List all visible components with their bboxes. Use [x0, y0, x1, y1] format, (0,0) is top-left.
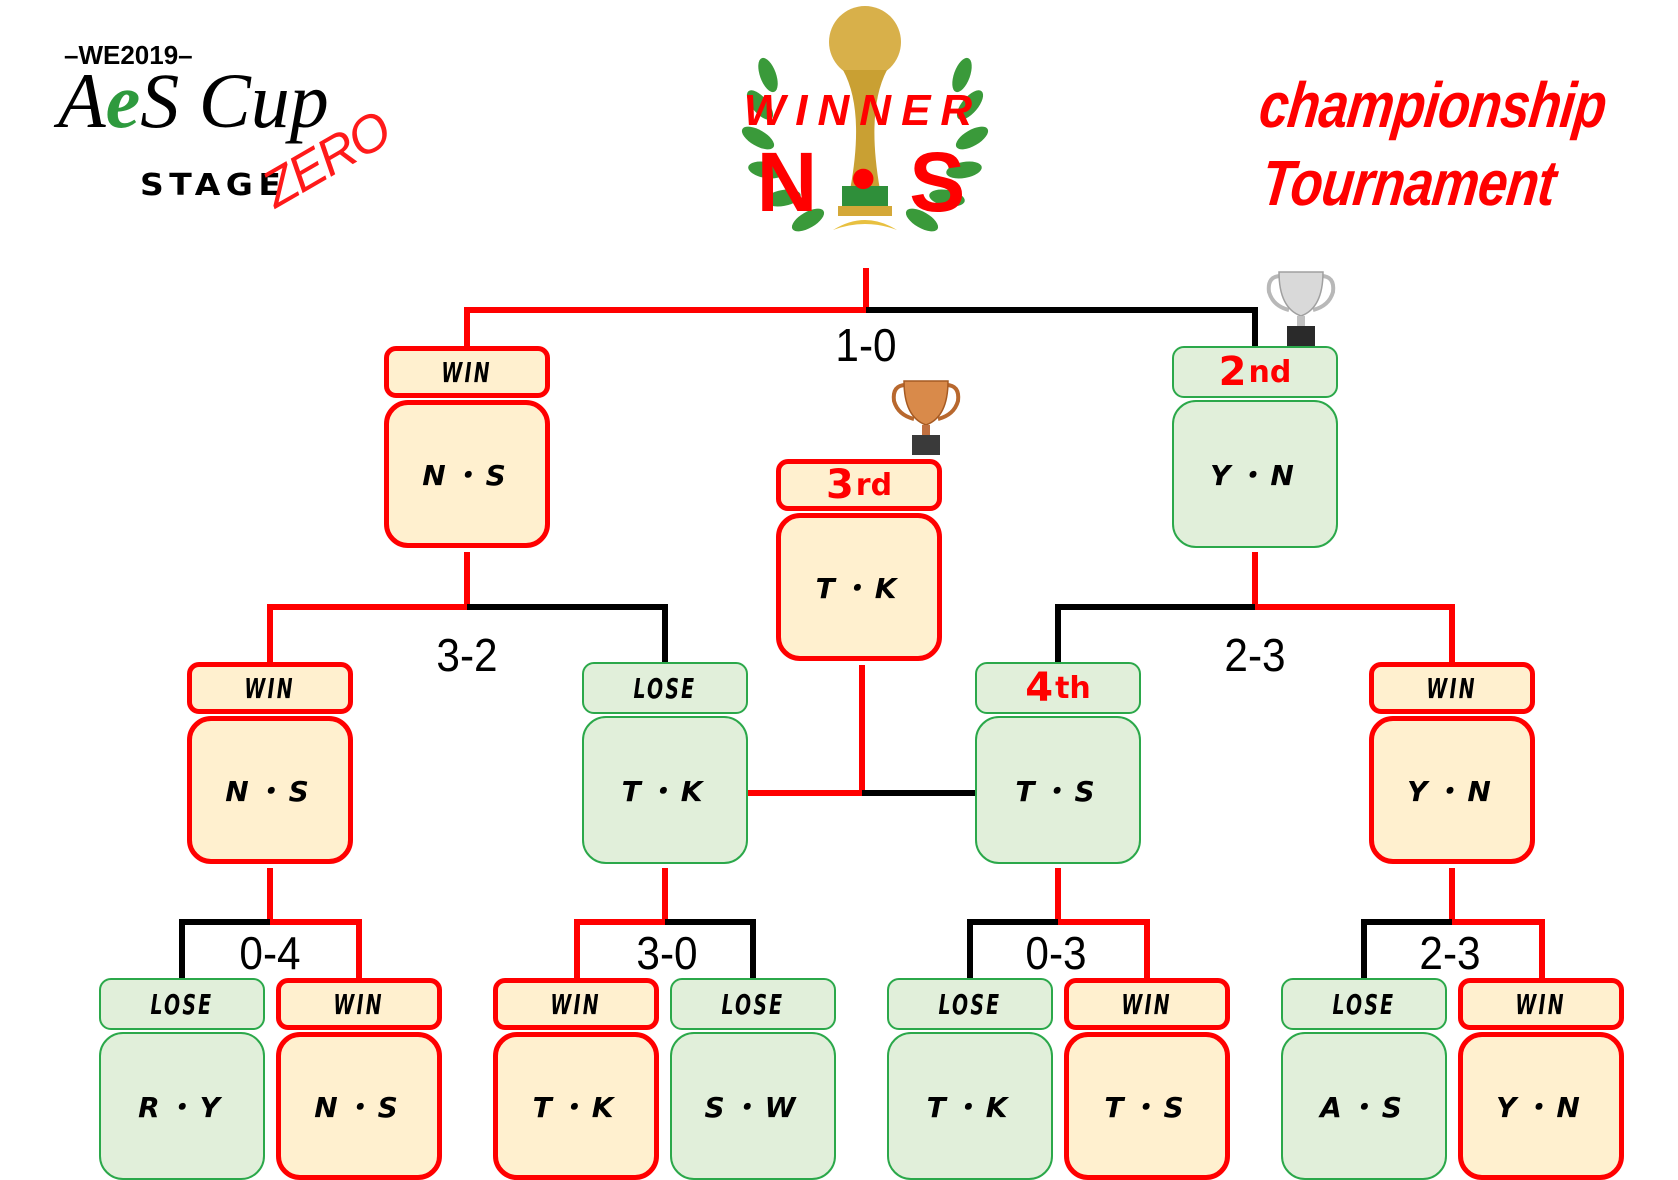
final-winner-line: [464, 268, 869, 348]
qf2-loser-line: [665, 919, 756, 978]
result-label: LOSE: [99, 978, 265, 1030]
team-name: R・Y: [99, 1032, 265, 1180]
team-name: T・S: [1064, 1032, 1230, 1180]
result-label: WIN: [187, 662, 353, 714]
qf2-right-card[interactable]: LOSE S・W: [670, 978, 836, 1180]
qf4-winner-line: [1449, 868, 1545, 978]
silver-trophy-icon: [1266, 271, 1336, 346]
team-name: T・K: [493, 1032, 659, 1180]
logo-letter-e: e: [105, 57, 141, 144]
logo-letter-a: A: [58, 57, 106, 144]
semi2-winner-line: [1252, 552, 1455, 664]
qf1-score: 0-4: [239, 927, 301, 979]
result-label: WIN: [384, 346, 550, 398]
semi1-score: 3-2: [436, 629, 498, 681]
world-cup-trophy-icon: [829, 6, 901, 230]
final-left-card[interactable]: WIN N・S: [384, 346, 550, 548]
qf4-loser-line: [1361, 919, 1452, 978]
result-label: WIN: [1064, 978, 1230, 1030]
logo-cup: Cup: [179, 57, 329, 144]
result-label: LOSE: [670, 978, 836, 1030]
team-name: N・S: [384, 400, 550, 548]
final-score: 1-0: [835, 319, 897, 371]
team-name: T・K: [887, 1032, 1053, 1180]
team-name: Y・N: [1458, 1032, 1624, 1180]
result-label: LOSE: [1281, 978, 1447, 1030]
result-label: WIN: [1458, 978, 1624, 1030]
semi1-left-card[interactable]: WIN N・S: [187, 662, 353, 864]
qf2-winner-line: [574, 868, 668, 978]
team-name: T・K: [582, 716, 748, 864]
team-name: T・S: [975, 716, 1141, 864]
qf3-right-card[interactable]: WIN T・S: [1064, 978, 1230, 1180]
semi2-right-card[interactable]: WIN Y・N: [1369, 662, 1535, 864]
qf3-left-card[interactable]: LOSE T・K: [887, 978, 1053, 1180]
qf1-left-card[interactable]: LOSE R・Y: [99, 978, 265, 1180]
winner-emblem: [741, 6, 989, 232]
qf4-right-card[interactable]: WIN Y・N: [1458, 978, 1624, 1180]
semi2-score: 2-3: [1224, 629, 1286, 681]
result-label: LOSE: [582, 662, 748, 714]
logo-letter-s: S: [140, 57, 180, 144]
qf1-winner-line: [267, 868, 362, 978]
team-name: T・K: [776, 513, 942, 661]
semi1-winner-line: [267, 552, 470, 664]
semi2-loser-line: [1055, 604, 1255, 664]
qf2-score: 3-0: [636, 927, 698, 979]
qf4-score: 2-3: [1419, 927, 1481, 979]
winner-label: WINNER: [743, 86, 983, 135]
team-name: N・S: [187, 716, 353, 864]
team-name: A・S: [1281, 1032, 1447, 1180]
qf3-score: 0-3: [1025, 927, 1087, 979]
qf1-loser-line: [179, 919, 270, 978]
team-name: N・S: [276, 1032, 442, 1180]
semi1-loser-line: [467, 604, 668, 664]
final-loser-line: [866, 307, 1258, 348]
result-label: WIN: [276, 978, 442, 1030]
laurel-wreath-icon: [741, 57, 989, 232]
qf1-right-card[interactable]: WIN N・S: [276, 978, 442, 1180]
qf3-loser-line: [967, 919, 1058, 978]
logo-title: AeS Cup: [58, 62, 329, 140]
semi1-right-card[interactable]: LOSE T・K: [582, 662, 748, 864]
team-name: Y・N: [1172, 400, 1338, 548]
qf3-winner-line: [1055, 868, 1150, 978]
third-winner-line: [748, 665, 865, 796]
qf2-left-card[interactable]: WIN T・K: [493, 978, 659, 1180]
winner-team: N・S: [756, 135, 970, 229]
logo-edition: –WE2019–: [64, 40, 193, 70]
result-label: WIN: [1369, 662, 1535, 714]
bronze-trophy-icon: [891, 380, 961, 455]
qf4-left-card[interactable]: LOSE A・S: [1281, 978, 1447, 1180]
team-name: Y・N: [1369, 716, 1535, 864]
result-label: LOSE: [887, 978, 1053, 1030]
team-name: S・W: [670, 1032, 836, 1180]
logo-stage: STAGE: [140, 168, 287, 203]
result-label: WIN: [493, 978, 659, 1030]
